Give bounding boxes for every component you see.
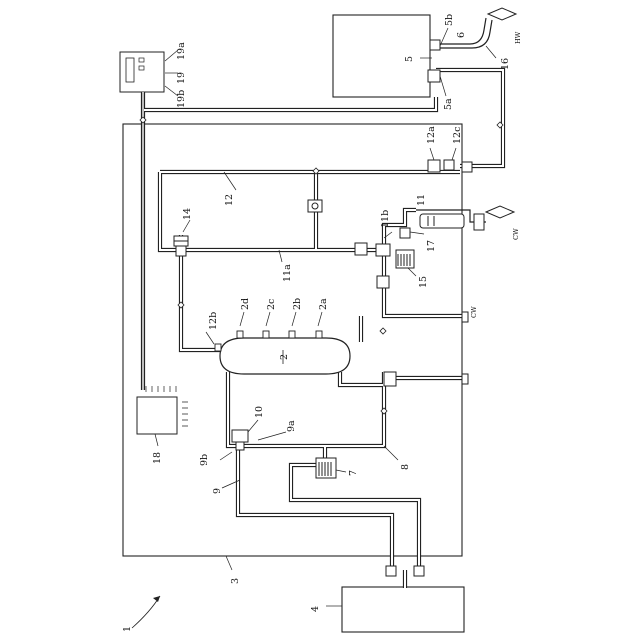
pump-15 [396,228,414,268]
label-9: 9 [212,488,223,494]
label-5b: 5b [444,14,455,26]
label-14: 14 [182,208,193,220]
display-19a [126,58,134,82]
label-3: 3 [230,578,241,584]
label-10: 10 [254,406,265,418]
label-2d: 2d [240,298,251,310]
label-8: 8 [400,464,411,470]
hot-water-arrow-6 [488,8,516,20]
label-19b: 19b [176,90,187,108]
label-12c: 12c [452,127,463,144]
label-9a: 9a [286,420,297,432]
label-2b: 2b [292,298,303,310]
valve-5a [428,70,440,82]
sensor-line-flow [377,276,389,288]
label-12: 12 [224,194,235,206]
label-cw-outlet: CW [470,306,478,318]
label-5: 5 [404,56,415,62]
label-15: 15 [418,276,429,288]
label-9b: 9b [199,454,210,466]
label-hw: HW [514,31,522,44]
filter-11 [420,214,464,228]
valve-5b [430,40,440,50]
reference-arrow-1 [132,596,160,628]
label-12b: 12b [208,312,219,330]
button-19-a [139,58,144,62]
label-6: 6 [456,32,467,38]
label-19a: 19a [176,42,187,60]
pump-7 [316,458,336,478]
valve-12-mid [308,200,322,212]
piping-outer [143,70,503,588]
label-16: 16 [500,58,511,70]
unit-4-box [342,587,464,632]
label-5a: 5a [443,98,454,110]
controller-18-terminals [146,386,188,426]
label-cw: CW [512,228,520,240]
label-19: 19 [176,72,187,84]
label-17: 17 [426,240,437,252]
water-heater-5-box [333,15,430,97]
label-1: 1 [122,626,133,632]
label-12a: 12a [426,126,437,144]
valve-12a-12c [428,160,472,172]
label-2a: 2a [318,298,329,310]
controller-18-box [137,397,177,434]
cold-water-arrow [486,206,514,218]
label-2c: 2c [266,299,277,310]
valve-14 [174,236,188,256]
button-19-b [139,66,144,70]
valve-8 [384,372,396,386]
label-11: 11 [416,194,427,206]
outlet-fittings [386,312,468,576]
label-18: 18 [152,452,163,464]
label-11a: 11a [282,264,293,282]
label-7: 7 [348,470,359,476]
piping-inner [143,70,503,588]
label-11b: 11b [380,210,391,228]
label-4: 4 [310,606,321,612]
cw-inlet-valve [474,214,484,230]
label-2: 2 [279,354,290,360]
